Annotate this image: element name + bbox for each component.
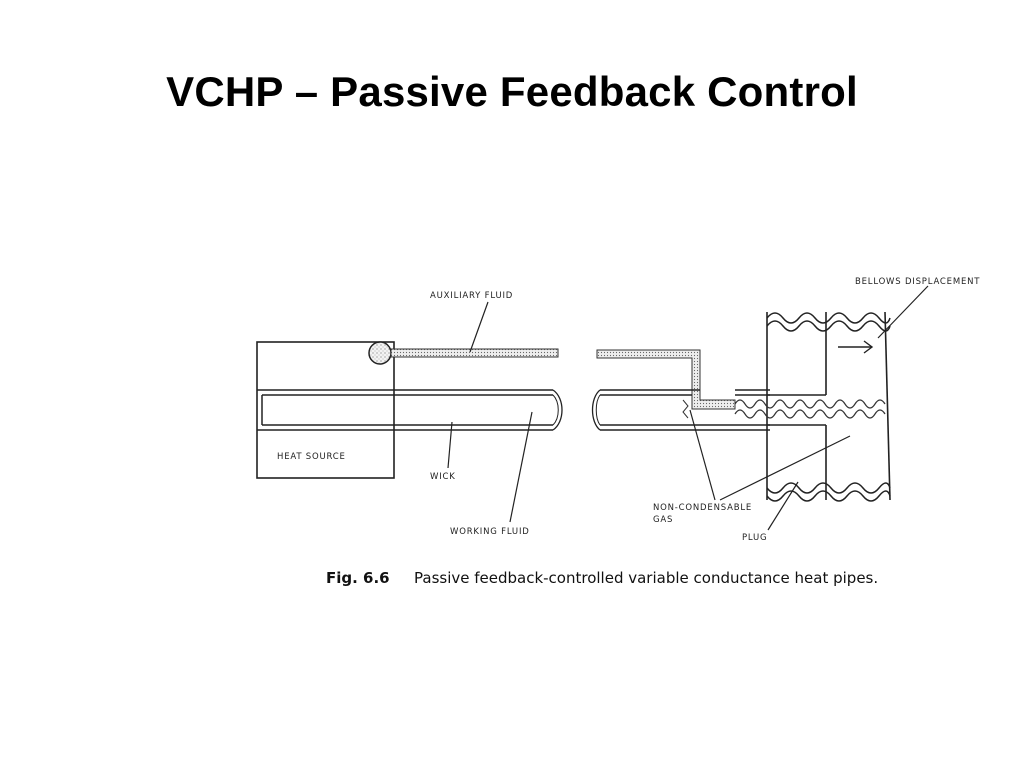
auxiliary-coil [734,399,886,419]
heat-pipe-left [257,389,563,431]
label-heat-source: HEAT SOURCE [277,452,346,462]
auxiliary-capillary-left [390,348,559,358]
label-bellows-displacement: BELLOWS DISPLACEMENT [855,277,980,287]
auxiliary-capillary-right [596,349,736,410]
bellows-bottom [766,482,891,502]
non-condensable-gas-marker [682,399,689,419]
figure-caption: Passive feedback-controlled variable con… [414,569,878,587]
auxiliary-bulb [368,341,392,365]
figure-number: Fig. 6.6 [326,569,390,587]
displacement-arrow [838,340,874,354]
label-auxiliary-fluid: AUXILIARY FLUID [430,291,513,301]
heat-source-block [256,341,395,479]
label-wick: WICK [430,472,456,482]
label-non-condensable-gas-line1: NON-CONDENSABLE [653,503,752,513]
label-working-fluid: WORKING FLUID [450,527,530,537]
bellows-top [766,312,891,332]
label-plug: PLUG [742,533,767,543]
plug-housing [766,311,891,501]
slide-title: VCHP – Passive Feedback Control [166,68,858,115]
heat-pipe-right [591,389,770,431]
leader-lines [447,285,929,531]
label-non-condensable-gas-line2: GAS [653,515,673,525]
